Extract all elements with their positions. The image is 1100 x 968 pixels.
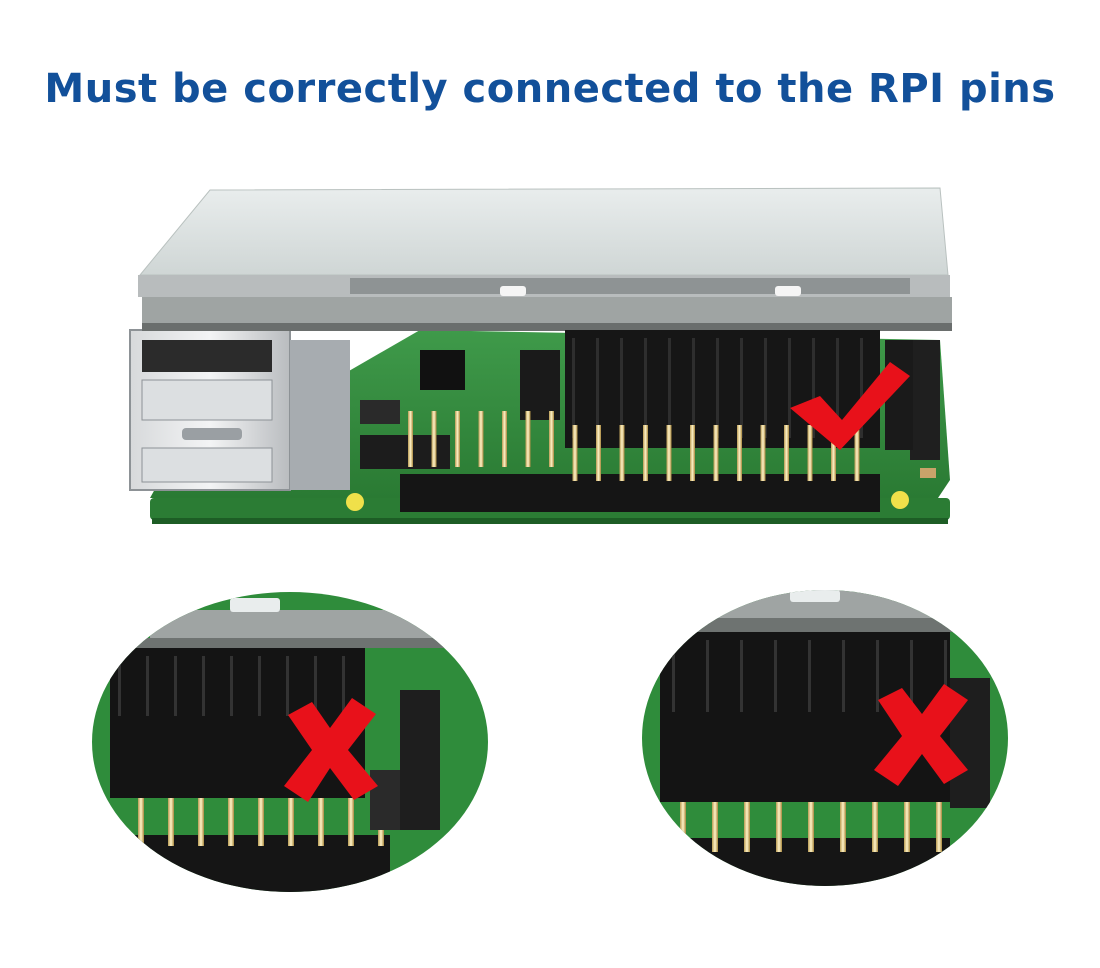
cross-mark-icon — [284, 698, 378, 802]
headline: Must be correctly connected to the RPI p… — [44, 66, 1056, 112]
header-pin — [502, 411, 507, 467]
header-pin — [666, 425, 672, 481]
header-pin — [288, 798, 294, 846]
header-pin — [168, 798, 174, 846]
header-pin — [872, 802, 878, 852]
header-pin — [808, 802, 814, 852]
header-pin — [596, 425, 601, 481]
header-pin — [680, 802, 686, 852]
header-pin — [318, 798, 324, 846]
header-pin — [854, 425, 860, 481]
header-pin — [525, 411, 531, 467]
header-pin — [807, 425, 813, 481]
header-pin — [138, 798, 144, 846]
header-pin — [549, 411, 554, 467]
header-pin — [455, 411, 460, 467]
header-pin — [904, 802, 910, 852]
wrong-connection-photo-offset — [92, 592, 488, 892]
header-pin — [643, 425, 648, 481]
header-pin — [776, 802, 782, 852]
header-pin — [478, 411, 484, 467]
header-pin — [712, 802, 718, 852]
header-pin — [784, 425, 789, 481]
correct-connection-photo — [129, 187, 952, 524]
header-pin — [348, 798, 354, 846]
header-pin — [713, 425, 719, 481]
header-pin — [936, 802, 942, 852]
cross-mark-icon — [874, 684, 968, 786]
header-pin — [744, 802, 750, 852]
header-pin — [840, 802, 846, 852]
header-pin — [572, 425, 578, 481]
header-pin — [228, 798, 234, 846]
header-pin — [408, 411, 413, 467]
header-pin — [258, 798, 264, 846]
check-mark-icon — [790, 362, 910, 450]
wrong-connection-photo-floating — [642, 590, 1008, 886]
header-pin — [619, 425, 625, 481]
header-pin — [831, 425, 836, 481]
header-pin — [737, 425, 742, 481]
header-pin — [690, 425, 695, 481]
header-pin — [431, 411, 437, 467]
header-pin — [760, 425, 766, 481]
header-pin — [198, 798, 204, 846]
